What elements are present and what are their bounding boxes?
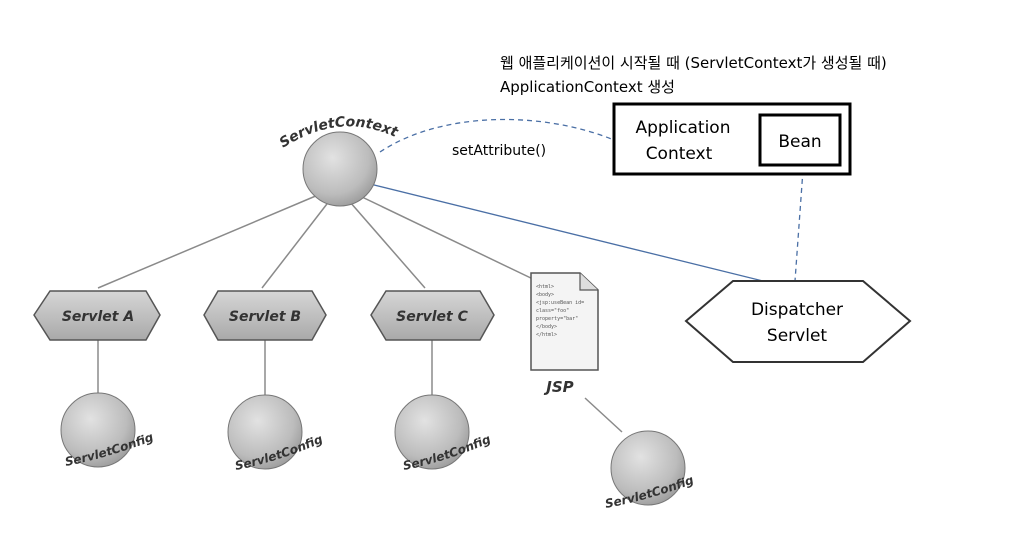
edge-jsp-config [584,397,623,433]
jsp-page-fold [579,273,598,291]
servlet-a-config-ball [60,392,136,468]
bean-dispatcher-dashed-line [794,169,804,282]
bean-label: Bean [778,132,821,152]
servlet-a-node: Servlet A [33,290,161,341]
servlet-b-label: Servlet B [229,309,301,325]
jsp-config: ServletConfig [604,430,696,511]
servlet-c-hexagon [370,290,495,341]
edge-context-servlet-a [97,194,319,289]
servlet-c-config-ball [394,394,470,470]
jsp-page-line: property="bar" [536,316,578,322]
jsp-config-ball [610,430,686,506]
servlet-b-config-ball [227,394,303,470]
servlet-b-config: ServletConfig [227,394,325,473]
set-attribute-label: setAttribute() [452,143,546,159]
tree-edges [97,194,623,433]
edge-context-jsp [361,196,536,281]
jsp-page-line: </body> [536,324,557,330]
jsp-page-line: class="foo" [536,308,569,314]
application-context-label-1: Application [636,118,731,138]
jsp-page-text: <html> <body> <jsp:useBean id= class="fo… [536,284,584,338]
servlet-a-label: Servlet A [62,309,134,325]
application-context-box: Application Context Bean [612,102,852,176]
annotation-line-2: ApplicationContext 생성 [500,78,675,96]
servlet-b-hexagon [203,290,327,341]
servlet-c-label: Servlet C [396,309,468,325]
servlet-context-ball [302,131,378,207]
bean-box [758,113,842,167]
jsp-page-line: </html> [536,332,557,338]
set-attribute-dashed-line [379,118,615,153]
jsp-label: JSP [543,378,573,396]
annotation-line-1: 웹 애플리케이션이 시작될 때 (ServletContext가 생성될 때) [500,54,887,72]
jsp-node: <html> <body> <jsp:useBean id= class="fo… [530,272,599,396]
application-context-label-2: Context [646,144,713,164]
edge-context-servlet-c [349,201,426,289]
servlet-b-node: Servlet B [203,290,327,341]
jsp-page-line: <html> [536,284,554,290]
context-dispatcher-line [365,182,764,282]
jsp-page-icon [530,272,599,371]
dispatcher-servlet-label-2: Servlet [767,326,827,346]
dispatcher-servlet-hexagon [684,280,912,363]
jsp-page-line: <body> [536,292,554,298]
jsp-page-line: <jsp:useBean id= [536,300,584,306]
servlet-a-hexagon [33,290,161,341]
servlet-c-node: Servlet C [370,290,495,341]
servlet-a-config: ServletConfig [60,392,156,469]
dispatcher-servlet-label-1: Dispatcher [751,300,843,320]
servlet-context-node: ServletContext [277,114,401,207]
servlet-c-config: ServletConfig [394,394,493,473]
dispatcher-servlet-node: Dispatcher Servlet [684,280,912,363]
edge-context-servlet-b [261,199,331,289]
